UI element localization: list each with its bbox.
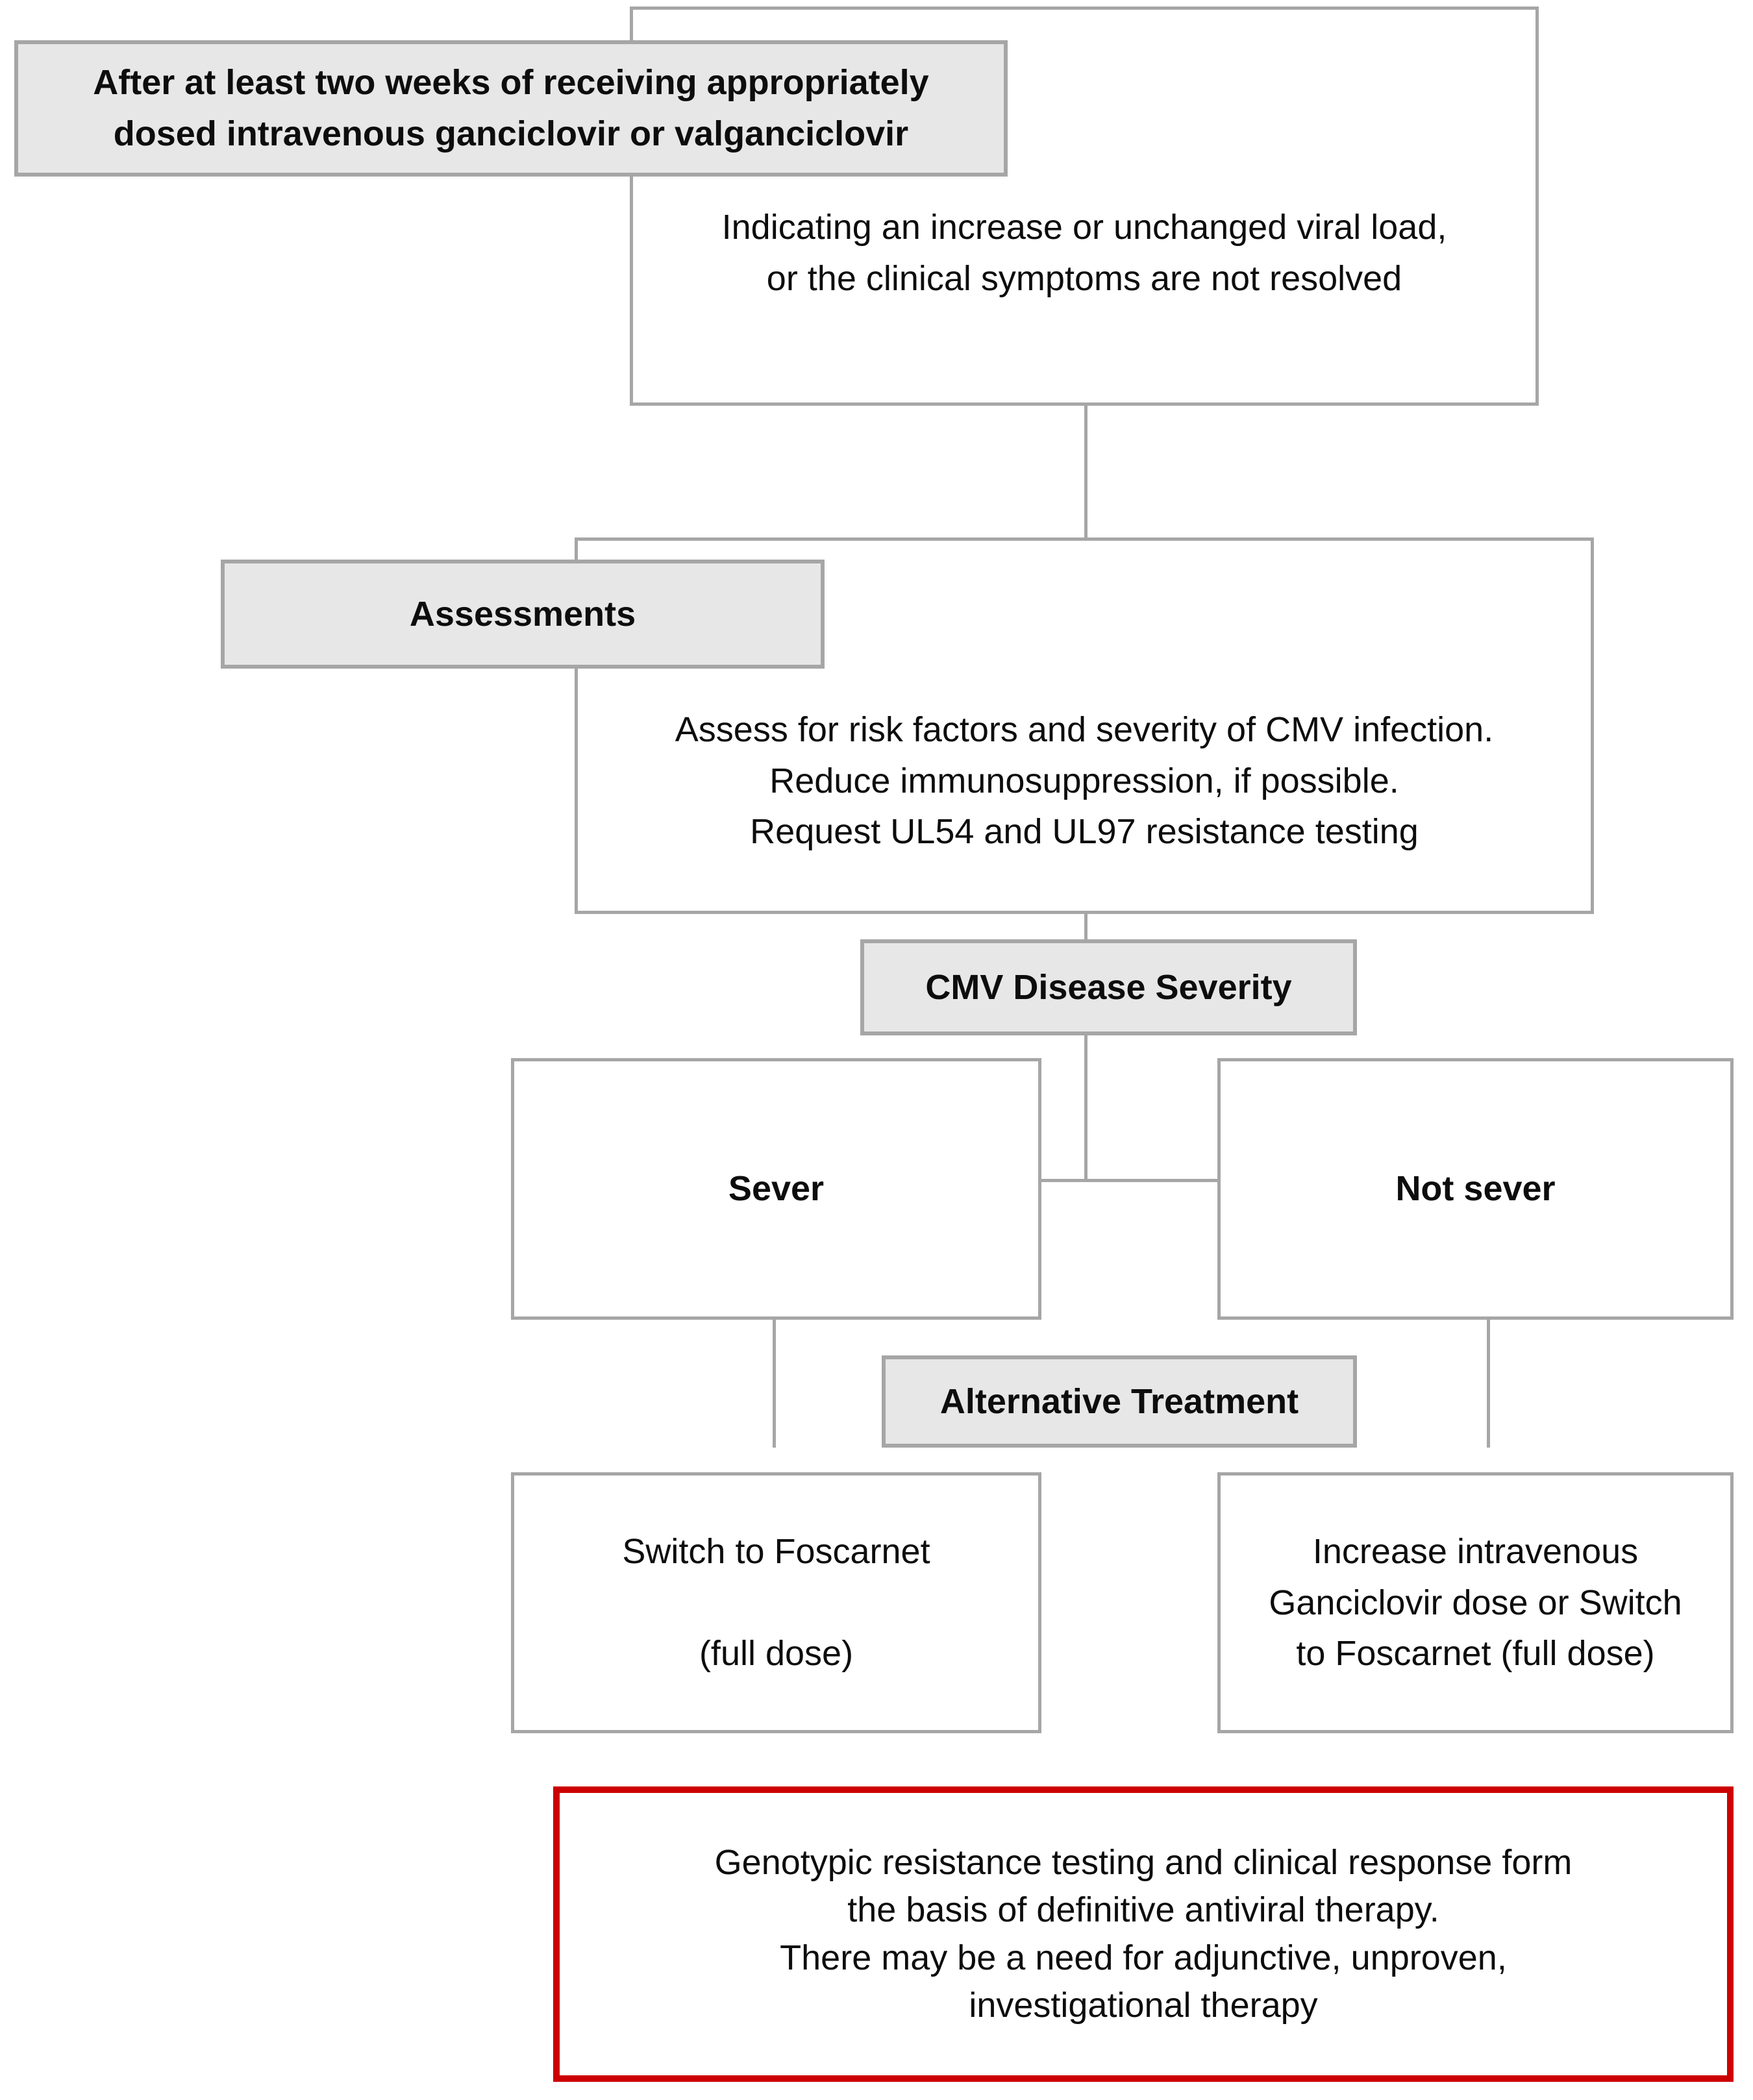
- refractory-definition-text: Indicating an increase or unchanged vira…: [721, 208, 1447, 298]
- assessments-text: Assess for risk factors and severity of …: [675, 710, 1494, 852]
- assessments-header-text: Assessments: [409, 594, 636, 634]
- alternative-treatment-header-text: Alternative Treatment: [939, 1381, 1299, 1421]
- severity-header-box: CMV Disease Severity: [860, 939, 1357, 1035]
- connector-not-severe-to-treatment: [1487, 1318, 1490, 1448]
- connector-severity-stem: [1084, 1031, 1088, 1181]
- severity-severe-box: Sever: [511, 1058, 1041, 1320]
- connector-severe-to-treatment: [773, 1318, 776, 1448]
- severity-severe-text: Sever: [728, 1169, 825, 1209]
- connector-refractory-to-assessments: [1084, 402, 1088, 540]
- footnote-alert-box: Genotypic resistance testing and clinica…: [553, 1786, 1734, 2082]
- treatment-not-severe-box: Increase intravenous Ganciclovir dose or…: [1217, 1472, 1734, 1733]
- assessments-header-box: Assessments: [221, 560, 825, 669]
- severity-not-severe-box: Not sever: [1217, 1058, 1734, 1320]
- connector-severity-split-bar: [1039, 1179, 1217, 1182]
- treatment-severe-text: Switch to Foscarnet (full dose): [622, 1531, 930, 1674]
- refractory-header-text: After at least two weeks of receiving ap…: [93, 63, 929, 153]
- connector-assessments-to-severity: [1084, 909, 1088, 945]
- footnote-alert-text: Genotypic resistance testing and clinica…: [714, 1842, 1573, 2025]
- treatment-not-severe-text: Increase intravenous Ganciclovir dose or…: [1269, 1531, 1682, 1674]
- treatment-severe-box: Switch to Foscarnet (full dose): [511, 1472, 1041, 1733]
- severity-not-severe-text: Not sever: [1395, 1169, 1556, 1209]
- refractory-header-box: After at least two weeks of receiving ap…: [14, 40, 1008, 177]
- severity-header-text: CMV Disease Severity: [925, 967, 1292, 1007]
- alternative-treatment-header-box: Alternative Treatment: [882, 1355, 1357, 1448]
